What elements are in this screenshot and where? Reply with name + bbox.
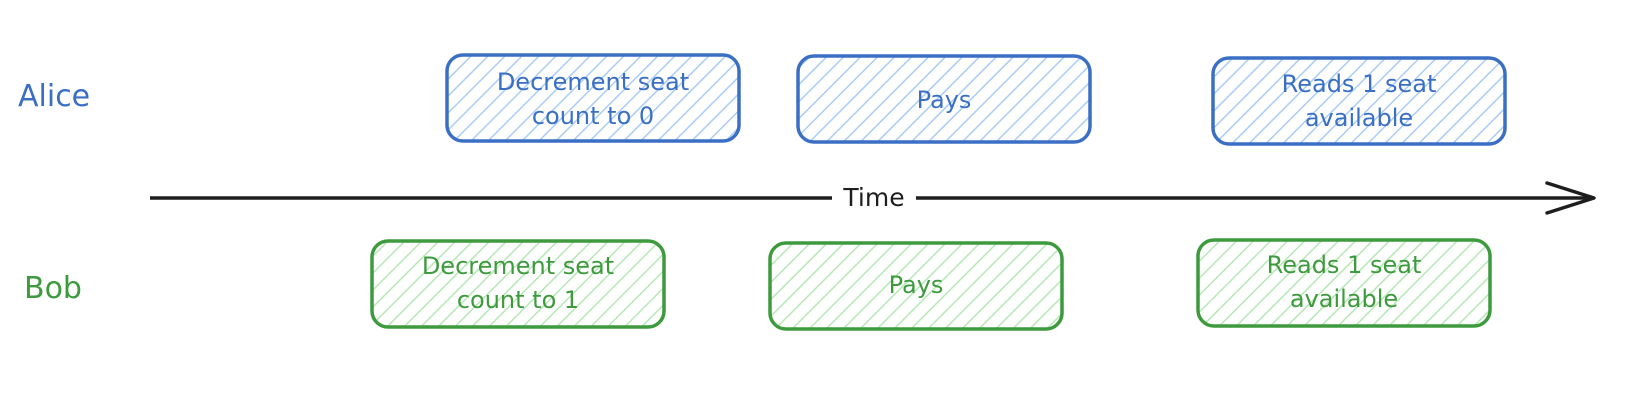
alice-box-reads: Reads 1 seat available xyxy=(1211,56,1507,146)
alice-box-reads-line2: available xyxy=(1305,104,1413,132)
alice-box-pays-label: Pays xyxy=(917,86,972,114)
bob-box-decrement-line2: count to 1 xyxy=(457,286,579,314)
bob-box-reads: Reads 1 seat available xyxy=(1196,238,1492,328)
alice-box-pays: Pays xyxy=(796,54,1092,144)
alice-box-decrement-line1: Decrement seat xyxy=(497,68,689,96)
bob-box-decrement-line1: Decrement seat xyxy=(422,252,614,280)
bob-box-pays-label: Pays xyxy=(889,271,944,299)
alice-box-decrement: Decrement seat count to 0 xyxy=(445,53,741,143)
alice-box-decrement-line2: count to 0 xyxy=(532,102,654,130)
time-axis: Time xyxy=(150,181,1596,215)
lane-label-alice: Alice xyxy=(18,79,90,114)
time-axis-label: Time xyxy=(842,183,904,212)
bob-box-reads-line2: available xyxy=(1290,285,1398,313)
bob-box-decrement: Decrement seat count to 1 xyxy=(370,239,666,329)
bob-box-reads-line1: Reads 1 seat xyxy=(1267,251,1422,279)
alice-box-reads-line1: Reads 1 seat xyxy=(1282,70,1437,98)
time-axis-arrowhead xyxy=(1545,181,1596,215)
bob-box-pays: Pays xyxy=(768,241,1064,331)
lane-label-bob: Bob xyxy=(24,271,82,306)
